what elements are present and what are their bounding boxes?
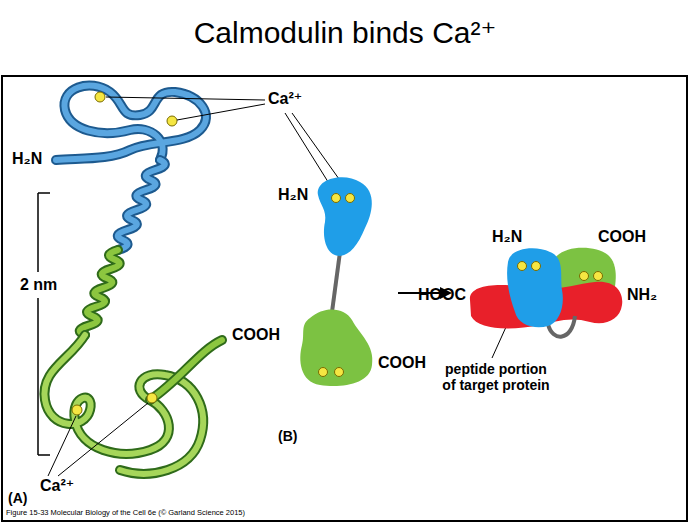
calcium-ion (72, 92, 177, 415)
c-lobe-ribbon (44, 250, 222, 474)
terminus-label: HOOC (418, 286, 466, 304)
terminus-label: COOH (232, 326, 280, 344)
figure-credit: Figure 15-33 Molecular Biology of the Ce… (6, 509, 245, 518)
ion-label: Ca²⁺ (40, 477, 74, 495)
n-lobe-ribbon (56, 86, 206, 250)
scale-bracket (38, 193, 50, 455)
terminus-label: COOH (598, 228, 646, 246)
calmodulin-cartoon (300, 177, 372, 386)
ion-label: Ca²⁺ (268, 90, 302, 108)
leader-line (48, 97, 506, 476)
panel-label: (A) (8, 490, 27, 506)
callout-label: peptide portion of target protein (440, 361, 552, 393)
calmodulin-complex (470, 248, 622, 337)
dimension-label: 2 nm (20, 276, 57, 294)
terminus-label: COOH (378, 354, 426, 372)
panel-label: (B) (278, 428, 297, 444)
figure-frame (2, 76, 687, 521)
terminus-label: H₂N (492, 228, 522, 246)
figure-title: Calmodulin binds Ca²⁺ (0, 16, 690, 51)
terminus-label: H₂N (278, 186, 308, 204)
terminus-label: NH₂ (627, 286, 657, 304)
terminus-label: H₂N (12, 150, 42, 168)
